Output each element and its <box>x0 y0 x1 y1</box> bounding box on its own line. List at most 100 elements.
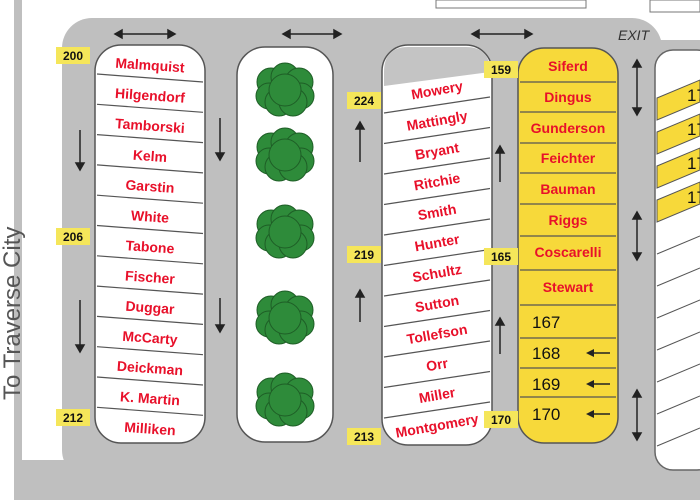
arrow-down-icon <box>74 300 86 354</box>
svg-text:159: 159 <box>491 63 511 77</box>
island-2-gray-top <box>384 47 490 86</box>
site-divider <box>383 248 491 267</box>
lot-number-170: 170 <box>484 411 518 428</box>
lot-number-219: 219 <box>347 246 381 263</box>
site-divider <box>96 224 204 235</box>
svg-text:165: 165 <box>491 250 511 264</box>
site-partial <box>656 147 700 189</box>
site-divider <box>96 134 204 144</box>
site-number-partial: 17 <box>687 120 700 139</box>
site-divider <box>383 187 491 206</box>
lot-number-206: 206 <box>56 228 90 245</box>
site-divider <box>96 194 204 204</box>
arrow-down-icon <box>214 298 226 334</box>
arrow-up-icon <box>354 288 366 322</box>
site-divider <box>96 315 204 325</box>
lot-number-224: 224 <box>347 92 381 109</box>
island-3 <box>517 47 619 444</box>
site-name-label: Milliken <box>124 419 176 439</box>
site-name-label: White <box>130 207 169 226</box>
site-name-label: Feichter <box>541 150 596 166</box>
site-divider <box>383 279 491 297</box>
site-name-label: Bryant <box>414 139 461 163</box>
site-name-label: K. Martin <box>120 388 181 408</box>
double-arrow-horizontal-icon <box>281 28 343 40</box>
site-divider <box>96 346 204 356</box>
site-name-label: Riggs <box>549 212 588 228</box>
site-number: 169 <box>532 375 560 394</box>
site-divider <box>656 427 700 447</box>
exit-label: EXIT <box>618 27 651 43</box>
tree-icon <box>255 62 315 117</box>
site-divider <box>656 363 700 383</box>
double-arrow-horizontal-icon <box>113 28 177 40</box>
site-name-label: Garstin <box>125 177 175 196</box>
tree-icon <box>255 127 315 182</box>
site-name-label: McCarty <box>122 328 178 348</box>
arrow-left-icon <box>586 380 594 388</box>
site-name-label: Orr <box>425 355 450 375</box>
lot-number-165: 165 <box>484 248 518 265</box>
lot-number-213: 213 <box>347 428 381 445</box>
svg-text:206: 206 <box>63 230 83 244</box>
lot-number-159: 159 <box>484 61 518 78</box>
site-name-label: Siferd <box>548 58 588 74</box>
site-name-label: Sutton <box>414 292 460 315</box>
street-label: To Traverse City <box>0 227 26 400</box>
island-2-site-dividers <box>383 96 491 419</box>
svg-text:200: 200 <box>63 49 83 63</box>
island-3-names: SiferdDingusGundersonFeichterBaumanRiggs… <box>531 58 606 295</box>
svg-text:170: 170 <box>491 413 511 427</box>
site-name-label: Stewart <box>543 279 594 295</box>
lot-number-200: 200 <box>56 47 90 64</box>
tree-group <box>255 62 315 427</box>
site-number-partial: 17 <box>687 188 700 207</box>
site-divider <box>656 235 700 255</box>
arrow-up-icon <box>494 144 506 182</box>
traffic-arrows <box>74 28 643 442</box>
right-island-spaces: 17171717 <box>656 79 700 447</box>
site-name-label: Miller <box>418 384 457 406</box>
site-divider <box>383 96 491 114</box>
double-arrow-vertical-icon <box>631 388 643 442</box>
site-divider <box>656 299 700 319</box>
site-name-label: Hilgendorf <box>115 85 186 106</box>
site-name-label: Fischer <box>125 267 176 286</box>
site-name-label: Coscarelli <box>535 244 602 260</box>
site-divider <box>656 395 700 415</box>
site-divider <box>96 406 204 416</box>
island-1 <box>94 44 206 444</box>
arrow-down-icon <box>74 130 86 172</box>
site-name-label: Malmquist <box>115 55 186 76</box>
svg-text:224: 224 <box>354 94 374 108</box>
site-name-label: Kelm <box>132 147 167 165</box>
site-number: 170 <box>532 405 560 424</box>
arrow-left-icon <box>586 349 594 357</box>
island-1-names: MalmquistHilgendorfTamborskiKelmGarstinW… <box>115 55 186 439</box>
svg-text:212: 212 <box>63 411 83 425</box>
site-name-label: Smith <box>416 201 457 224</box>
site-divider <box>96 164 204 174</box>
tree-icon <box>255 204 315 259</box>
site-name-label: Dingus <box>544 89 592 105</box>
svg-text:213: 213 <box>354 430 374 444</box>
svg-text:219: 219 <box>354 248 374 262</box>
island-1-site-dividers <box>96 73 204 416</box>
site-divider <box>656 267 700 287</box>
arrow-up-icon <box>354 120 366 162</box>
site-divider <box>656 331 700 351</box>
arrow-left-icon <box>586 410 594 418</box>
site-divider <box>96 255 204 265</box>
site-number: 168 <box>532 344 560 363</box>
lot-number-212: 212 <box>56 409 90 426</box>
site-divider <box>383 218 491 236</box>
site-divider <box>96 73 204 83</box>
site-partial <box>656 79 700 121</box>
island-3-site-dividers <box>520 81 616 398</box>
site-number-partial: 17 <box>687 154 700 173</box>
site-divider <box>383 370 491 389</box>
road-bottom-strip <box>0 460 700 500</box>
site-name-label: Hunter <box>413 231 461 255</box>
